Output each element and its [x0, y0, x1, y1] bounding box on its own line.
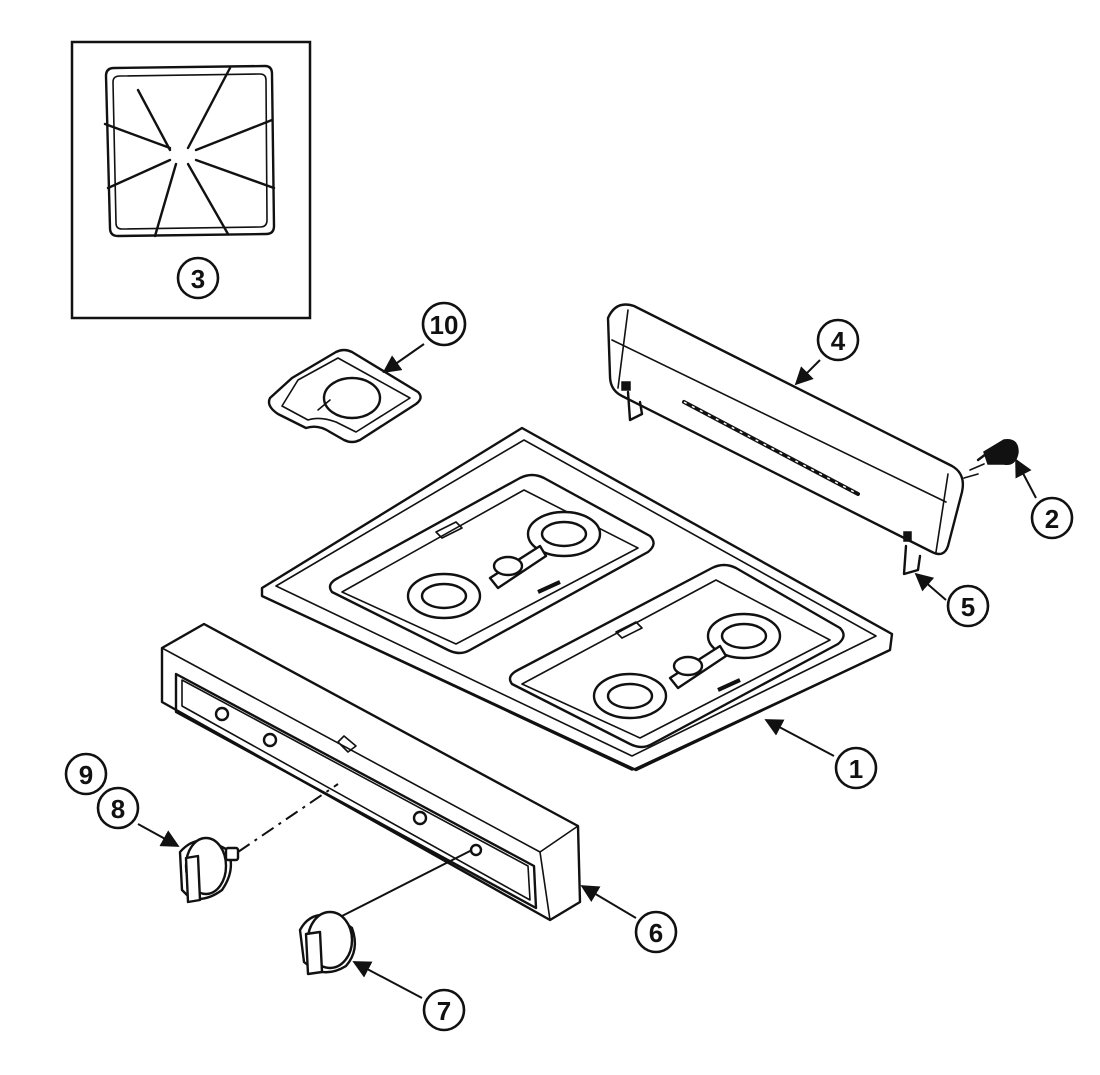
callout-9-label: 9 — [79, 760, 93, 790]
leader-lines — [137, 343, 1037, 999]
callout-8-label: 8 — [111, 794, 125, 824]
callout-2: 2 — [1030, 496, 1074, 540]
control-panel — [160, 622, 582, 922]
callout-4-label: 4 — [831, 326, 846, 356]
callout-8: 8 — [96, 786, 140, 830]
callout-6-label: 6 — [649, 918, 663, 948]
cooktop — [260, 426, 894, 772]
drip-pan — [267, 348, 422, 444]
callout-3: 3 — [176, 256, 220, 300]
callout-7: 7 — [422, 988, 466, 1032]
right-control-knob — [298, 849, 473, 976]
callout-10: 10 — [421, 301, 467, 347]
callout-6: 6 — [634, 910, 678, 954]
mounting-bracket — [902, 544, 922, 576]
callout-5: 5 — [946, 584, 990, 628]
callout-1: 1 — [834, 746, 878, 790]
callout-4: 4 — [816, 318, 860, 362]
callout-1-label: 1 — [849, 754, 863, 784]
left-control-knob — [178, 783, 339, 904]
callout-2-label: 2 — [1045, 504, 1059, 534]
backguard — [606, 303, 985, 556]
callout-9: 9 — [64, 752, 108, 796]
backguard-screw — [976, 439, 1019, 465]
callout-7-label: 7 — [437, 996, 451, 1026]
callout-5-label: 5 — [961, 592, 975, 622]
backguard-vent-slots — [682, 400, 860, 496]
callout-10-label: 10 — [430, 310, 459, 340]
callout-3-label: 3 — [191, 264, 205, 294]
burner-grate — [103, 64, 276, 238]
